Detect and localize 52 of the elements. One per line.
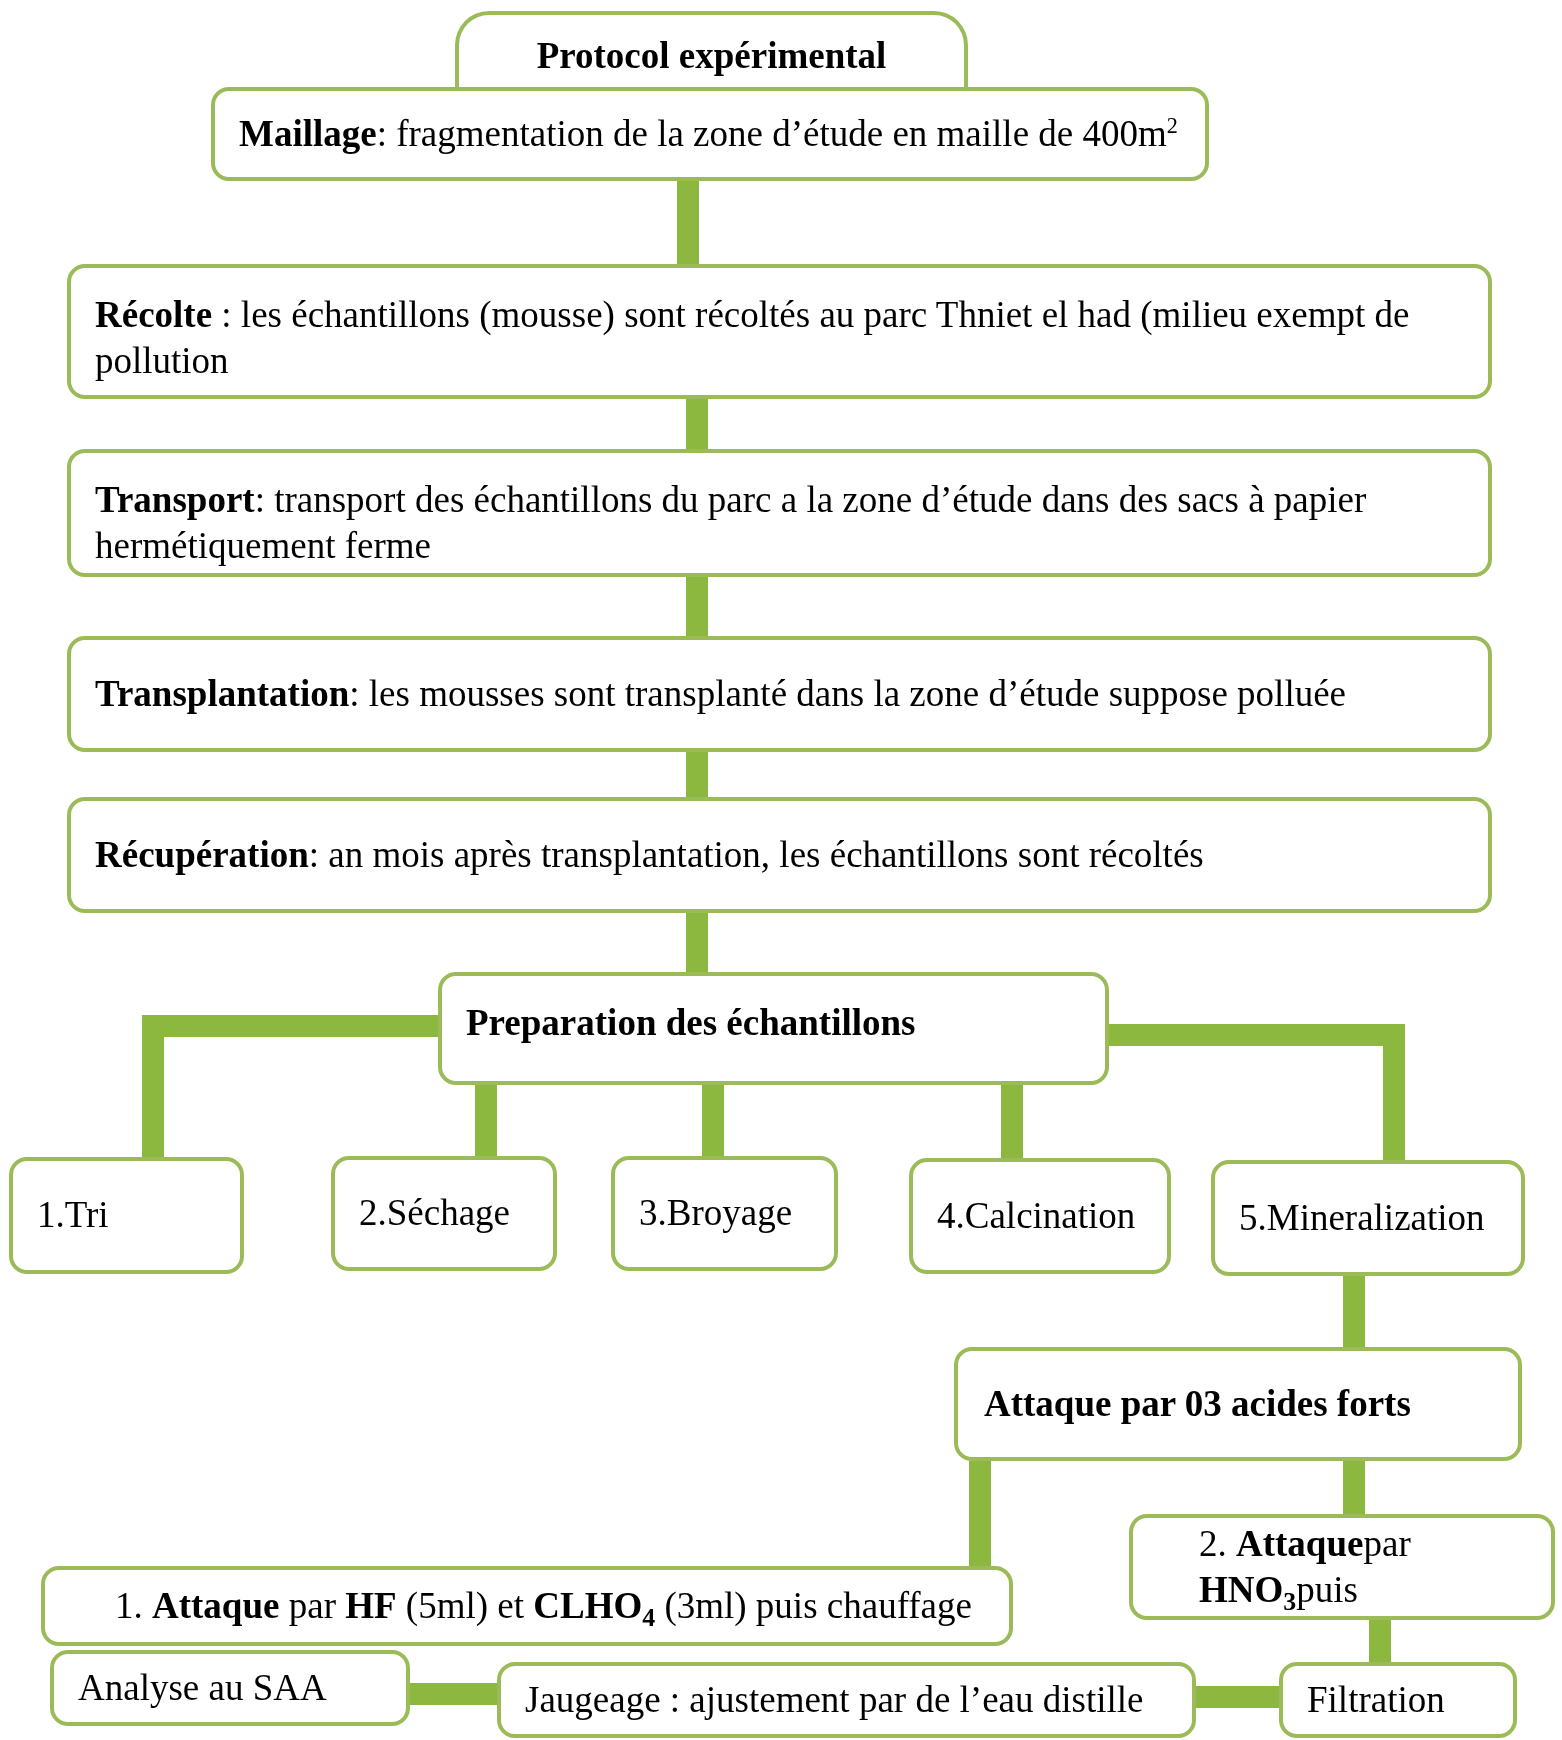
tab-label: Protocol expérimental — [536, 34, 887, 78]
connector-bar — [969, 1461, 991, 1566]
process-box — [1211, 1160, 1525, 1276]
step-text: Transport: transport des échantillons du parc a la zone d’étude dans des sacs à papier hermétiquement ferme — [95, 478, 1368, 569]
step-text: 4.Calcination — [937, 1193, 1136, 1238]
connector-bar — [686, 752, 708, 797]
connector-bar — [1343, 1461, 1365, 1514]
connector-bar — [142, 1015, 438, 1157]
step-text: Analyse au SAA — [78, 1665, 327, 1710]
process-box — [331, 1156, 557, 1271]
connector-bar — [686, 399, 708, 449]
step-text: 2.Séchage — [359, 1191, 511, 1236]
step-text: Maillage: fragmentation de la zone d’étude en maille de 400m$^{2}$ — [239, 111, 1178, 156]
process-box — [438, 972, 1109, 1085]
connector-bar — [475, 1085, 497, 1156]
connector-bar — [677, 181, 699, 264]
connector-bar — [1001, 1085, 1023, 1158]
process-box — [954, 1347, 1522, 1461]
process-box — [9, 1157, 244, 1274]
process-box — [67, 797, 1492, 913]
connector-bar — [702, 1085, 724, 1156]
step-text: 1.Tri — [37, 1193, 109, 1238]
connector-bar — [1196, 1686, 1279, 1708]
process-box — [67, 636, 1492, 752]
title-tab — [455, 11, 968, 87]
process-box — [211, 87, 1209, 181]
connector-bar — [686, 913, 708, 972]
step-text: Jaugeage : ajustement par de l’eau distille — [525, 1677, 1144, 1722]
step-text: Attaque par 03 acides forts — [984, 1381, 1411, 1426]
process-box — [67, 449, 1492, 577]
process-box — [611, 1156, 838, 1271]
process-box — [67, 264, 1492, 399]
process-box — [50, 1650, 410, 1726]
connector-bar — [410, 1683, 497, 1705]
step-text: Filtration — [1307, 1677, 1445, 1722]
connector-bar — [686, 577, 708, 636]
step-text: Preparation des échantillons — [466, 1001, 916, 1045]
step-text: Transplantation: les mousses sont transplanté dans la zone d’étude suppose polluée — [95, 671, 1346, 716]
step-text: Récupération: an mois après transplantation, les échantillons sont récoltés — [95, 832, 1204, 877]
process-box — [1129, 1514, 1555, 1620]
process-box — [497, 1662, 1196, 1738]
connector-bar — [1109, 1024, 1405, 1160]
step-text: 1. Attaque par HF (5ml) et CLHO$_{4}$ (3ml) puis chauffage — [115, 1583, 972, 1630]
step-text: 5.Mineralization — [1239, 1195, 1485, 1240]
connector-bar — [1343, 1276, 1365, 1347]
step-text: Récolte : les échantillons (mousse) sont récoltés au parc Thniet el had (milieu exempt de pollution — [95, 293, 1411, 384]
step-text: 3.Broyage — [639, 1191, 793, 1236]
connector-bar — [1369, 1620, 1391, 1662]
process-box — [1279, 1662, 1517, 1738]
process-box — [41, 1566, 1013, 1646]
process-box — [909, 1158, 1171, 1274]
step-text: 2. Attaquepar HNO$_{3}$puis — [1199, 1521, 1412, 1614]
